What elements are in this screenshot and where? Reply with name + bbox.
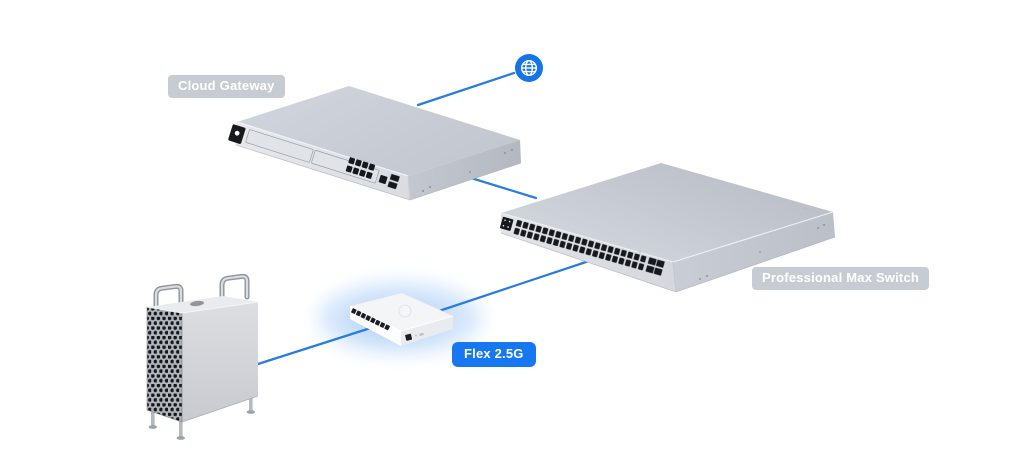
switch-screws [639,207,825,280]
flex-switch-device [349,292,454,346]
tower-handles [153,273,250,313]
globe-icon [515,54,543,82]
flex-uplink-port [405,333,424,341]
gateway-ethernet-ports [345,157,376,179]
tower-feet [148,395,255,440]
professional-max-switch-device [500,163,836,293]
flex-ethernet-ports [351,308,390,331]
connection-line-internet-gateway [416,71,516,107]
professional-max-switch-label: Professional Max Switch [752,267,930,290]
flex-switch-label: Flex 2.5G [452,342,536,367]
tower-top-vent [190,300,204,307]
switch-ethernet-ports [512,219,648,272]
cloud-gateway-label: Cloud Gateway [168,75,285,98]
gateway-display [228,124,246,144]
connection-line-flex-workstation [256,323,382,366]
cloud-gateway-device [228,86,522,201]
workstation-tower [146,273,259,440]
connection-line-switch-flex [434,258,594,314]
switch-console-port [500,216,514,231]
tower-vent-grille [146,306,183,423]
switch-sfp-ports [645,257,665,276]
flex-logo [398,304,412,318]
gateway-screws [422,149,513,192]
gateway-sfp-ports [378,173,400,190]
